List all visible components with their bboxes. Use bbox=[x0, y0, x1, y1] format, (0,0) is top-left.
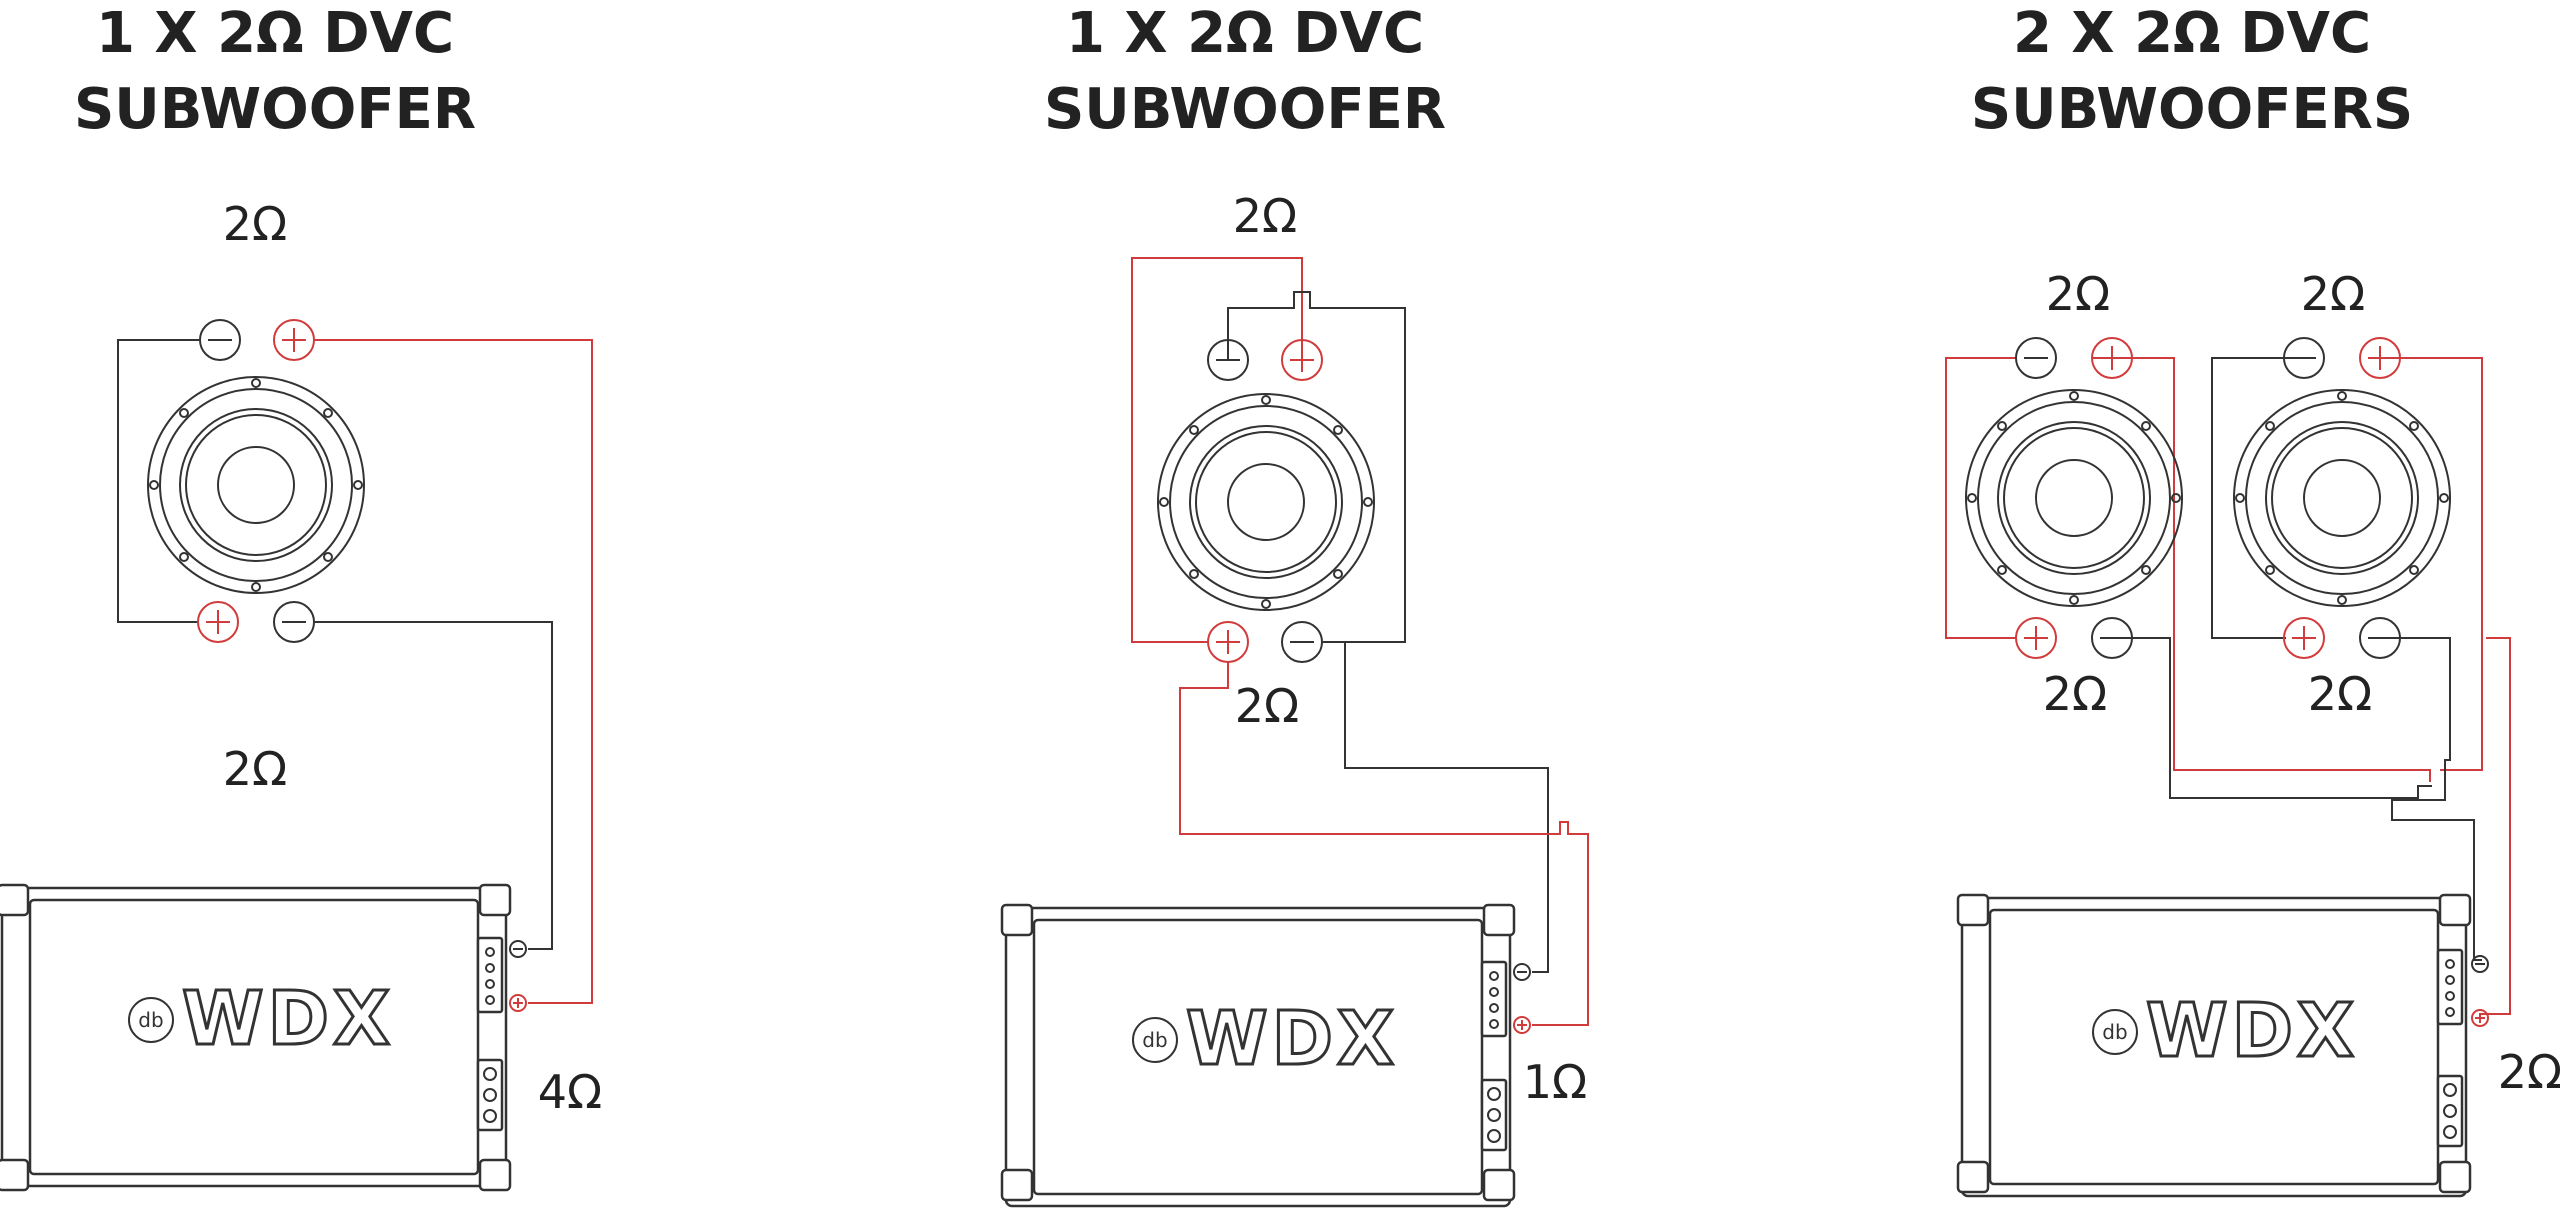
diagram-3-sub2-bottom-minus-terminal-icon bbox=[2359, 617, 2401, 659]
diagram-3-sub1-negative-wire bbox=[2112, 637, 2432, 799]
diagram-3-sub2-coil-jumper-wire bbox=[2211, 357, 2302, 639]
diagram-2-top-minus-terminal-icon bbox=[1207, 339, 1249, 381]
diagram-1-subwoofer-icon bbox=[147, 376, 365, 594]
diagram-3-title-line1: 2 X 2Ω DVC bbox=[2013, 1, 2371, 66]
diagram-3-sub2-top-minus-terminal-icon bbox=[2283, 337, 2325, 379]
diagram-1-coil-jumper-wire bbox=[117, 339, 200, 623]
diagram-1-brand-badge: db bbox=[138, 1008, 163, 1032]
diagram-3: 2 X 2Ω DVC SUBWOOFERS 2Ω 2Ω 2Ω 2Ω 2Ω bbox=[1945, 1, 2560, 1198]
diagram-3-sub1-bottom-label: 2Ω bbox=[2043, 667, 2107, 721]
diagram-3-sub1-top-minus-terminal-icon bbox=[2015, 337, 2057, 379]
diagram-3-sub1-bottom-minus-terminal-icon bbox=[2091, 617, 2133, 659]
diagram-2-negative-bridge-wire bbox=[1227, 291, 1406, 643]
diagram-3-brand: WDX bbox=[2146, 988, 2358, 1074]
diagram-3-sub2-negative-wire bbox=[2380, 637, 2482, 961]
diagram-2-title-line1: 1 X 2Ω DVC bbox=[1066, 1, 1424, 66]
diagram-2-top-plus-terminal-icon bbox=[1281, 339, 1323, 381]
diagram-3-sub2-positive-bridge-wire bbox=[2380, 357, 2483, 771]
diagram-2-amplifier-icon: db WDX bbox=[1000, 903, 1531, 1208]
diagram-3-sub2-top-plus-terminal-icon bbox=[2359, 337, 2401, 379]
diagram-1-bottom-plus-terminal-icon bbox=[197, 601, 239, 643]
diagram-2-brand-badge: db bbox=[1142, 1028, 1167, 1052]
diagram-2-brand: WDX bbox=[1186, 996, 1398, 1082]
diagram-1-brand: WDX bbox=[182, 976, 394, 1062]
diagram-1-title-line1: 1 X 2Ω DVC bbox=[96, 1, 454, 66]
diagram-3-sub2-bottom-label: 2Ω bbox=[2308, 667, 2372, 721]
diagram-2-positive-wire bbox=[1179, 662, 1589, 1026]
diagram-2-coil-top-label: 2Ω bbox=[1233, 189, 1297, 243]
diagram-1-top-minus-terminal-icon bbox=[199, 319, 241, 361]
diagram-1-title-line2: SUBWOOFER bbox=[74, 77, 476, 142]
diagram-3-subwoofer-2-icon bbox=[2233, 389, 2451, 607]
diagram-3-sub1-bottom-plus-terminal-icon bbox=[2015, 617, 2057, 659]
diagram-3-amplifier-icon: db WDX bbox=[1956, 893, 2489, 1198]
diagram-1-positive-wire bbox=[314, 339, 593, 1004]
diagram-3-subwoofer-1-icon bbox=[1965, 389, 2183, 607]
diagram-2-amp-load-label: 1Ω bbox=[1523, 1055, 1587, 1109]
diagram-3-brand-badge: db bbox=[2102, 1020, 2127, 1044]
diagram-3-sub1-positive-wire bbox=[2092, 357, 2431, 782]
diagram-2-bottom-minus-terminal-icon bbox=[1281, 621, 1323, 663]
diagram-2-bottom-plus-terminal-icon bbox=[1207, 621, 1249, 663]
diagram-3-positive-to-amp-wire bbox=[2480, 637, 2511, 1015]
diagram-2-negative-wire bbox=[1342, 641, 1549, 973]
diagram-1-amplifier-icon: db WDX bbox=[0, 883, 527, 1192]
diagram-3-title-line2: SUBWOOFERS bbox=[1971, 77, 2413, 142]
diagram-2-title-line2: SUBWOOFER bbox=[1044, 77, 1446, 142]
diagram-3-sub1-top-label: 2Ω bbox=[2046, 267, 2110, 321]
diagram-1: 1 X 2Ω DVC SUBWOOFER 2Ω 2Ω 4Ω bbox=[0, 1, 602, 1192]
diagram-1-top-plus-terminal-icon bbox=[273, 319, 315, 361]
diagram-3-sub1-coil-jumper-wire bbox=[1945, 357, 2016, 639]
diagram-3-sub1-top-plus-terminal-icon bbox=[2091, 337, 2133, 379]
diagram-3-sub2-top-label: 2Ω bbox=[2301, 267, 2365, 321]
diagram-1-bottom-minus-terminal-icon bbox=[273, 601, 315, 643]
diagram-3-amp-load-label: 2Ω bbox=[2498, 1045, 2560, 1099]
diagram-2-coil-bottom-label: 2Ω bbox=[1235, 679, 1299, 733]
diagram-1-coil-top-label: 2Ω bbox=[223, 197, 287, 251]
diagram-2-subwoofer-icon bbox=[1157, 393, 1375, 611]
diagram-1-negative-wire bbox=[314, 621, 553, 950]
diagram-2: 1 X 2Ω DVC SUBWOOFER 2Ω 2Ω 1Ω bbox=[1000, 1, 1589, 1208]
diagram-3-sub2-bottom-plus-terminal-icon bbox=[2283, 617, 2325, 659]
diagram-1-coil-bottom-label: 2Ω bbox=[223, 742, 287, 796]
diagram-1-amp-load-label: 4Ω bbox=[538, 1065, 602, 1119]
